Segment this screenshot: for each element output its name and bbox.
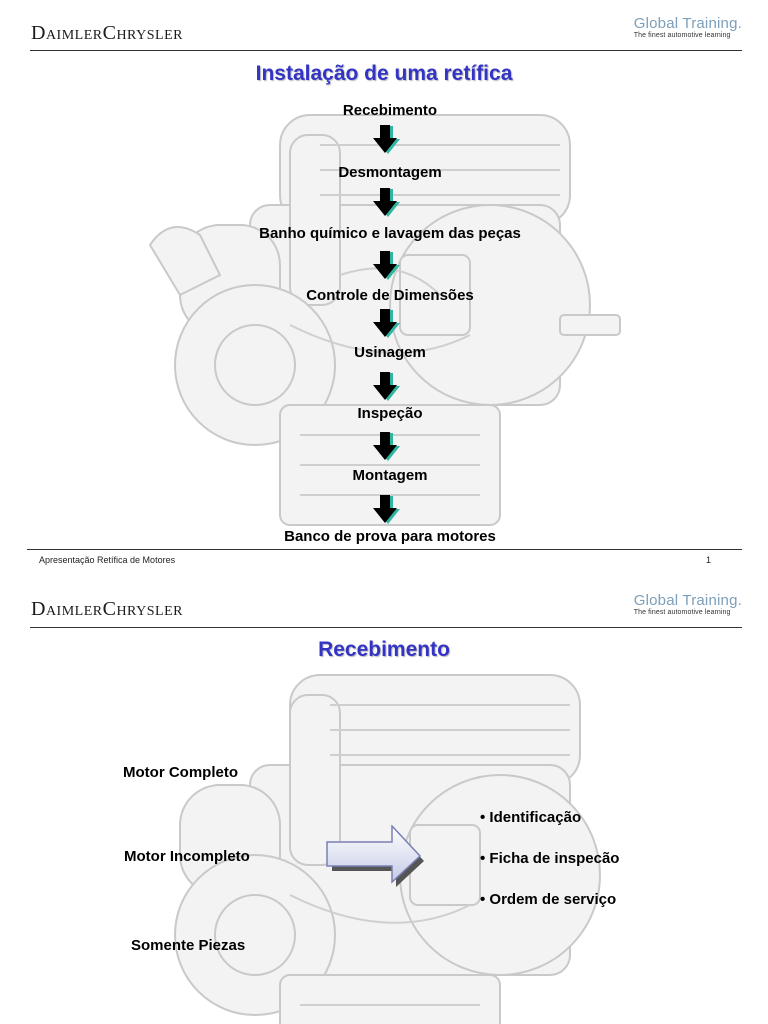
slide-2: DaimlerChrysler Global Training. The fin… [0, 585, 768, 1024]
bullet-identificacao: • Identificação [480, 809, 582, 826]
down-arrow-icon [373, 251, 400, 280]
global-training-logo: Global Training. The finest automotive l… [634, 592, 742, 616]
step-recebimento: Recebimento [342, 102, 438, 119]
brand-logo: DaimlerChrysler [31, 598, 183, 620]
step-banho-quimico: Banho químico e lavagem das peças [259, 225, 521, 242]
label-motor-completo: Motor Completo [123, 764, 238, 781]
header-divider [30, 627, 742, 628]
down-arrow-icon [373, 188, 400, 217]
slide-2-title: Recebimento [318, 638, 450, 661]
step-usinagem: Usinagem [354, 344, 426, 361]
bullet-ficha-inspecao: • Ficha de inspecão [480, 850, 620, 867]
slide-1: DaimlerChrysler Global Training. The fin… [27, 15, 742, 565]
global-training-title: Global Training. [633, 15, 742, 32]
global-training-logo: Global Training. The finest automotive l… [634, 15, 742, 39]
step-controle-dimensoes: Controle de Dimensões [306, 287, 474, 304]
down-arrow-icon [373, 125, 400, 154]
global-training-subtitle: The finest automotive learning [633, 32, 731, 39]
engine-illustration [174, 674, 601, 1024]
down-arrow-icon [373, 309, 400, 338]
engine-illustration [148, 114, 621, 526]
footer-divider [27, 549, 742, 550]
brand-logo: DaimlerChrysler [31, 22, 183, 44]
step-montagem: Montagem [352, 467, 428, 484]
global-training-title: Global Training. [633, 592, 742, 609]
header-divider [30, 50, 742, 51]
label-somente-piezas: Somente Piezas [131, 937, 246, 954]
step-desmontagem: Desmontagem [338, 164, 442, 181]
down-arrow-icon [373, 495, 400, 524]
right-arrow-icon [326, 825, 424, 887]
step-banco-prova: Banco de prova para motores [284, 528, 496, 545]
slide-1-title: Instalação de uma retífica [255, 62, 513, 85]
global-training-subtitle: The finest automotive learning [633, 609, 731, 616]
bullet-ordem-servico: • Ordem de serviço [480, 891, 617, 908]
down-arrow-icon [373, 432, 400, 461]
label-motor-incompleto: Motor Incompleto [124, 848, 250, 865]
down-arrow-icon [373, 372, 400, 401]
step-inspecao: Inspeção [357, 405, 423, 422]
page-number: 1 [705, 555, 711, 565]
footer-text: Apresentação Retífica de Motores [39, 555, 176, 565]
